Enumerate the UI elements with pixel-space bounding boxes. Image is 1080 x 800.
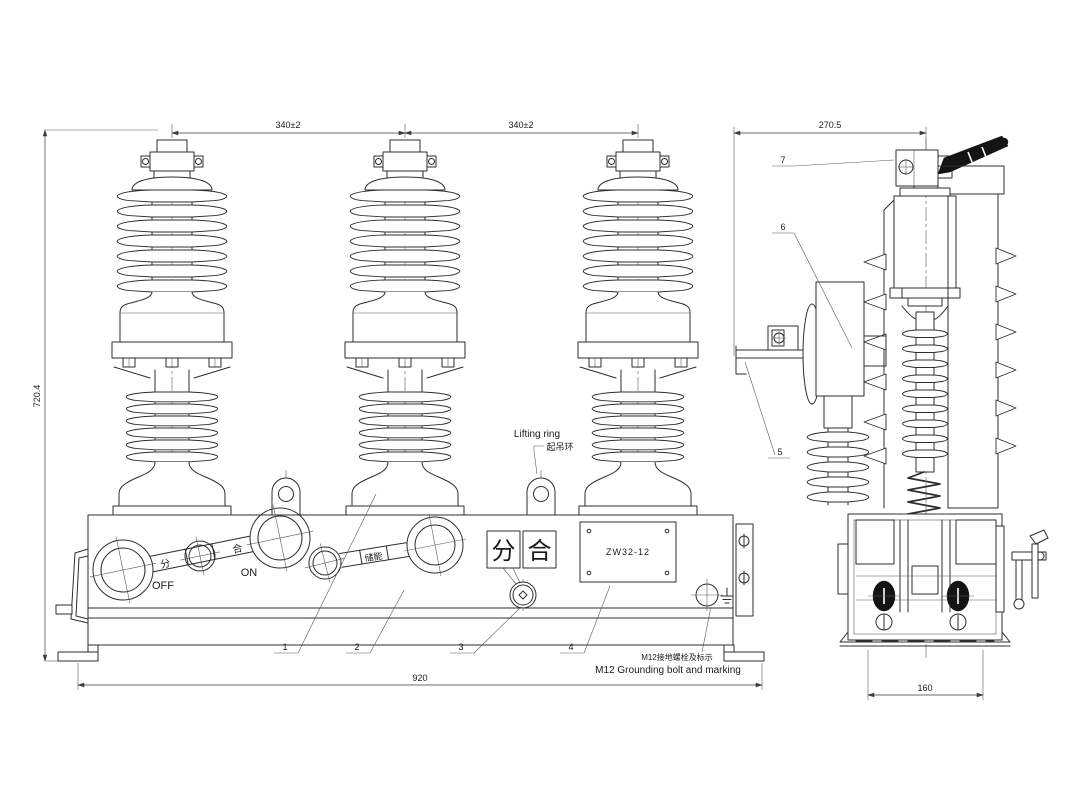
callout-3: 3 [450, 606, 522, 654]
callout-4: 4 [560, 585, 611, 654]
callout-7: 7 [772, 155, 895, 167]
grounding-bolt [691, 579, 734, 611]
dim-340-left-text: 340±2 [276, 120, 301, 130]
energy-storage-lever: 储能 [304, 513, 467, 583]
manual-operating-hook [55, 548, 89, 624]
control-element-box [815, 281, 865, 397]
callout-2-number: 2 [354, 642, 359, 652]
side-section-view: 7 6 5 270.5 160 [733, 120, 1049, 700]
lever-open-glyph: 分 [159, 557, 171, 571]
lifting-ring-label: Lifting ring 起吊环 [514, 429, 574, 475]
lever-close-glyph: 合 [231, 541, 243, 556]
callout-2: 2 [346, 589, 405, 654]
front-view: 分 合 OFF ON 储能 [32, 120, 765, 690]
bushing-pole-right [578, 124, 698, 515]
contact-spring [907, 471, 941, 519]
grounding-label-zh: M12接地螺栓及标示 [641, 652, 713, 662]
dimension-phase-spacing-right: 340±2 [404, 120, 639, 136]
nameplate: ZW32-12 [579, 521, 677, 583]
lifting-ring-label-zh: 起吊环 [546, 442, 573, 452]
mechanism-box-front: 分 合 OFF ON 储能 [55, 504, 765, 662]
callout-5: 5 [744, 361, 790, 459]
pole-housing-section [857, 165, 1017, 509]
dim-width-text: 920 [412, 673, 427, 683]
side-arm-assembly [735, 281, 870, 506]
bushing-pole-center [345, 124, 465, 515]
callout-3-number: 3 [458, 642, 463, 652]
side-linkage [995, 525, 1049, 613]
callout-6: 6 [772, 222, 853, 349]
dim-height-text: 720.4 [32, 385, 42, 408]
indicator-open-glyph: 分 [492, 538, 516, 565]
mechanism-box-side [837, 513, 1049, 647]
off-label: OFF [152, 580, 174, 592]
dim-base-text: 160 [917, 683, 932, 693]
nameplate-model-text: ZW32-12 [606, 547, 650, 557]
bushing-pole-left [112, 124, 232, 515]
dimension-overall-width: 920 [77, 663, 763, 690]
earth-symbol-icon [720, 587, 734, 604]
handle-lever [937, 135, 1009, 175]
terminal-clamp-handle [895, 135, 1009, 197]
vacuum-interrupter [889, 187, 961, 323]
grounding-label-en: M12 Grounding bolt and marking [595, 665, 741, 676]
position-indicator: 分 合 [486, 530, 557, 611]
callout-1: 1 [274, 493, 377, 654]
open-close-lever: 分 合 OFF ON [89, 504, 314, 604]
dimension-phase-spacing-left: 340±2 [171, 120, 406, 136]
dimension-base-width: 160 [867, 650, 984, 700]
on-label: ON [241, 567, 258, 579]
dimension-overall-height: 720.4 [32, 129, 158, 662]
callout-6-number: 6 [780, 222, 785, 232]
side-plate [735, 523, 754, 617]
lifting-ring-lug-left [271, 470, 301, 516]
callout-7-number: 7 [780, 155, 785, 165]
dim-depth-text: 270.5 [819, 120, 842, 130]
dim-340-right-text: 340±2 [509, 120, 534, 130]
mounting-feet [57, 644, 765, 662]
callout-1-number: 1 [282, 642, 287, 652]
dimension-side-depth: 270.5 [733, 120, 927, 356]
lifting-ring-lug-right [526, 470, 556, 516]
callout-5-number: 5 [777, 447, 782, 457]
grounding-label: M12接地螺栓及标示 M12 Grounding bolt and markin… [595, 606, 741, 676]
indicator-close-glyph: 合 [528, 538, 552, 565]
lifting-ring-label-en: Lifting ring [514, 429, 560, 440]
callout-4-number: 4 [568, 642, 573, 652]
energy-storage-label: 储能 [364, 550, 384, 564]
